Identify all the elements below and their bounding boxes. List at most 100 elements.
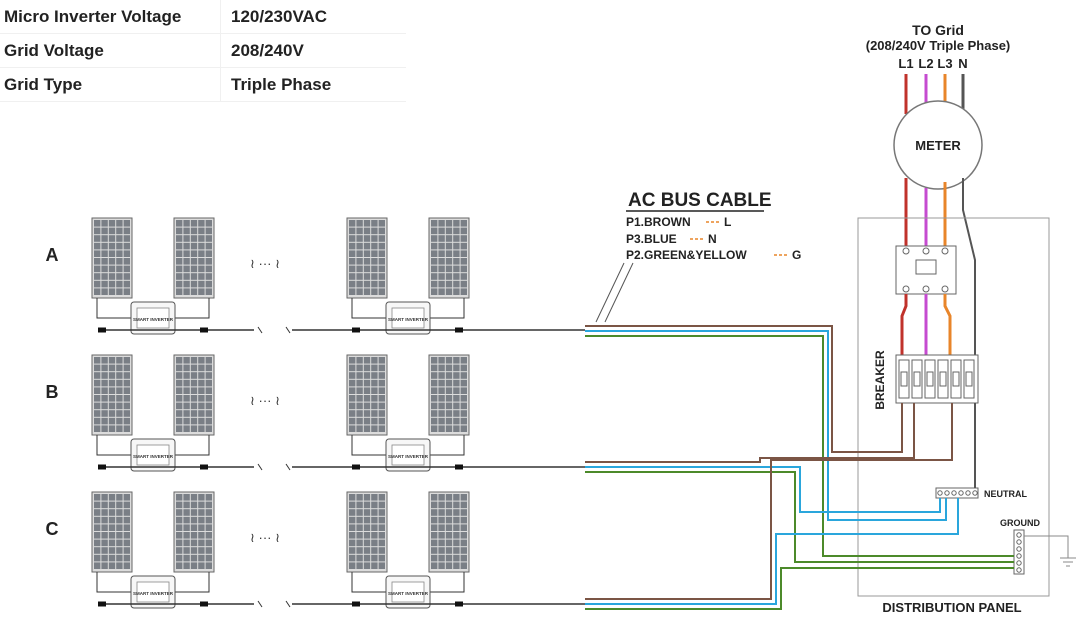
panel-cell <box>123 554 130 562</box>
break-mark <box>285 600 291 608</box>
ac-bus-cables <box>585 325 1014 610</box>
panel-cell <box>438 516 445 524</box>
connector <box>455 464 463 470</box>
panel-cell <box>431 220 438 227</box>
panel-cell <box>183 242 190 250</box>
terminal <box>1016 532 1022 538</box>
panel-cell <box>378 562 385 569</box>
bus-cable <box>585 498 959 605</box>
panel-cell <box>363 562 371 569</box>
spec-row: Grid Voltage 208/240V <box>0 33 406 68</box>
panel-cell <box>431 516 438 524</box>
panel-cell <box>371 235 378 242</box>
solar-panel <box>173 491 215 573</box>
panel-lead <box>430 572 465 593</box>
panel-cell <box>116 288 123 295</box>
panel-cell <box>349 258 356 265</box>
panel-cell <box>101 532 108 539</box>
panel-cell <box>116 547 123 554</box>
panel-cell <box>349 402 356 410</box>
panel-cell <box>190 539 198 547</box>
panel-cell <box>371 280 378 288</box>
terminal <box>944 490 950 496</box>
panel-cell <box>205 273 212 280</box>
panel-cell <box>356 494 363 501</box>
legend-blue-mark: N <box>708 232 717 246</box>
panel-cell <box>378 220 385 227</box>
panel-cell <box>460 364 467 372</box>
panel-cell <box>116 265 123 273</box>
panel-cell <box>190 265 198 273</box>
panel-cell <box>94 220 101 227</box>
bus-cable <box>585 325 903 453</box>
panel-cell <box>108 379 116 387</box>
panel-cell <box>205 402 212 410</box>
connector <box>200 464 208 470</box>
panel-cell <box>205 387 212 394</box>
panel-cell <box>356 235 363 242</box>
inverter-plate <box>391 444 425 466</box>
panel-cell <box>445 250 453 257</box>
panel-cell <box>94 562 101 569</box>
panel-cell <box>176 494 183 501</box>
terminal <box>958 490 964 496</box>
panel-cell <box>356 410 363 417</box>
panel-cell <box>431 410 438 417</box>
panel-cell <box>101 250 108 257</box>
panel-cell <box>363 220 371 227</box>
panel-cell <box>183 372 190 379</box>
panel-cell <box>205 501 212 509</box>
inverter-plate <box>136 444 170 466</box>
connector <box>200 327 208 333</box>
panel-cell <box>108 425 116 432</box>
panel-cell <box>94 532 101 539</box>
spec-table: Micro Inverter Voltage 120/230VAC Grid V… <box>0 0 406 102</box>
panel-cell <box>101 379 108 387</box>
terminal <box>1016 546 1022 552</box>
panel-cell <box>101 265 108 273</box>
panel-cell <box>176 280 183 288</box>
panel-cell <box>349 372 356 379</box>
panel-cell <box>378 235 385 242</box>
panel-cell <box>438 235 445 242</box>
inverter-plate <box>391 307 425 329</box>
panel-cell <box>176 357 183 364</box>
panel-cell <box>460 235 467 242</box>
panel-cell <box>205 524 212 531</box>
panel-cell <box>198 379 205 387</box>
panel-cell <box>205 265 212 273</box>
panel-cell <box>445 402 453 410</box>
panel-cell <box>198 288 205 295</box>
panel-cell <box>101 395 108 402</box>
panel-cell <box>183 288 190 295</box>
panel-cell <box>363 235 371 242</box>
panel-cell <box>94 265 101 273</box>
panel-cell <box>190 227 198 235</box>
panel-cell <box>438 288 445 295</box>
panel-cell <box>349 288 356 295</box>
panel-cell <box>198 357 205 364</box>
panel-cell <box>460 227 467 235</box>
panel-cell <box>378 425 385 432</box>
panel-cell <box>94 410 101 417</box>
panel-cell <box>453 501 460 509</box>
panel-cell <box>190 258 198 265</box>
panel-cell <box>356 395 363 402</box>
panel-cell <box>363 357 371 364</box>
panel-cell <box>116 516 123 524</box>
panel-cell <box>205 532 212 539</box>
panel-cell <box>94 425 101 432</box>
panel-cell <box>101 509 108 516</box>
panel-cell <box>460 288 467 295</box>
panel-cell <box>431 387 438 394</box>
panel-cell <box>123 532 130 539</box>
panel-cell <box>431 562 438 569</box>
panel-cell <box>116 258 123 265</box>
panel-cell <box>445 227 453 235</box>
terminal <box>1016 560 1022 566</box>
panel-cell <box>198 425 205 432</box>
panel-cell <box>198 494 205 501</box>
panel-cell <box>198 417 205 425</box>
panel-cell <box>94 364 101 372</box>
